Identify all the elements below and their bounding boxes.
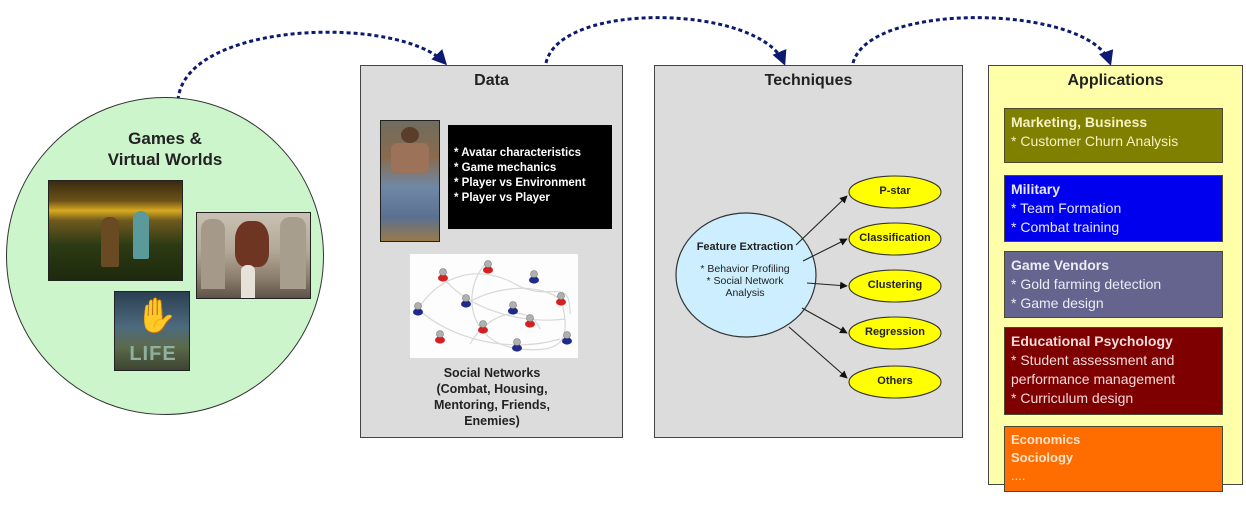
person-node-icon [525,314,535,328]
feature-extraction-node [675,212,817,338]
person-node-icon [512,338,522,352]
app-educational-psychology: Educational Psychology * Student assessm… [1004,327,1223,415]
method-node-clustering [848,269,942,303]
person-node-icon [413,302,423,316]
person-node-icon [438,268,448,282]
technique-arrow [802,238,848,262]
technique-arrow [801,307,848,334]
person-node-icon [508,301,518,315]
method-label-pstar: P-star [879,185,911,197]
social-network-image [410,254,578,358]
applications-title: Applications [1067,72,1164,89]
data-bullet-list: * Avatar characteristics * Game mechanic… [448,125,612,229]
person-node-icon [461,294,471,308]
person-node-icon [478,320,488,334]
data-bullet: * Player vs Environment [454,177,586,189]
person-node-icon [483,260,493,274]
feature-extraction-text: Feature Extraction * Behavior Profiling … [696,241,794,299]
data-bullet: * Avatar characteristics [454,147,581,159]
app-game-vendors: Game Vendors * Gold farming detection * … [1004,251,1223,318]
data-bullet: * Game mechanics [454,162,557,174]
dragon-castle-image [196,212,311,299]
person-node-icon [556,292,566,306]
person-node-icon [562,331,572,345]
method-node-classification [848,222,942,256]
data-title: Data [474,72,509,89]
technique-arrow [806,281,848,290]
app-military: Military * Team Formation * Combat train… [1004,175,1223,242]
app-economics-sociology: Economics Sociology .... [1004,426,1223,492]
person-node-icon [529,270,539,284]
techniques-graph [675,175,942,399]
techniques-title: Techniques [764,72,853,89]
technique-arrow [795,195,848,246]
method-node-regression [848,316,942,350]
app-marketing-business: Marketing, Business * Customer Churn Ana… [1004,108,1223,163]
fantasy-game-image [48,180,183,281]
method-label-others: Others [877,375,913,387]
connector-data-to-techniques [544,16,787,66]
second-life-logo-image: ✋ LIFE [114,291,190,371]
connector-techniques-to-applications [851,16,1114,66]
method-node-pstar [848,175,942,209]
technique-arrow [788,326,848,379]
avatar-image [380,120,440,242]
hand-icon: ✋ [135,297,178,335]
data-bullet: * Player vs Player [454,192,550,204]
social-network-graph [413,260,572,352]
method-node-others [848,365,942,399]
games-title: Games & Virtual Worlds [107,129,223,169]
social-networks-caption: Social Networks (Combat, Housing, Mentor… [434,366,550,428]
method-label-clustering: Clustering [867,279,923,291]
method-label-classification: Classification [859,232,931,244]
method-label-regression: Regression [865,326,925,338]
person-node-icon [435,330,445,344]
